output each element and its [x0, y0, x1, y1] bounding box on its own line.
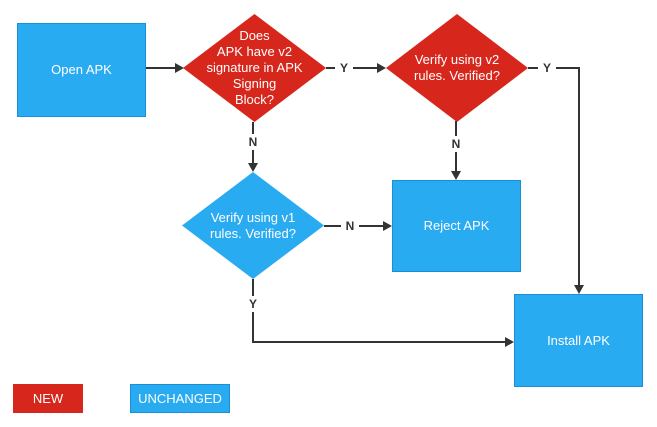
edge-label-verifyv1-no: N: [341, 218, 359, 234]
edge-label-verifyv2-no: N: [447, 136, 465, 152]
edge-label-hasv2-yes: Y: [335, 60, 353, 76]
edge-open-to-hasv2-line: [146, 67, 176, 69]
node-install-apk: Install APK: [514, 294, 643, 387]
edge-label-verifyv2-yes: Y: [538, 60, 556, 76]
node-open-apk-label: Open APK: [51, 62, 112, 77]
edge-label-verifyv1-yes: Y: [244, 296, 262, 312]
legend-new-label: NEW: [32, 391, 64, 406]
edge-open-to-hasv2-arrow-icon: [175, 63, 184, 73]
node-verify-v1: Verify using v1 rules. Verified?: [182, 172, 324, 279]
node-open-apk: Open APK: [17, 23, 146, 117]
edge-verifyv1-yes-arrow-icon: [505, 337, 514, 347]
node-verify-v2: Verify using v2 rules. Verified?: [386, 14, 528, 122]
node-install-apk-label: Install APK: [547, 332, 610, 348]
node-reject-apk: Reject APK: [392, 180, 521, 272]
node-has-v2-signature-label: Does APK have v2 signature in APK Signin…: [206, 28, 303, 107]
node-reject-apk-label: Reject APK: [423, 218, 490, 233]
legend-unchanged: UNCHANGED: [130, 384, 230, 413]
edge-hasv2-no-arrow-icon: [248, 163, 258, 172]
edge-verifyv2-yes-vline: [578, 67, 580, 286]
node-has-v2-signature: Does APK have v2 signature in APK Signin…: [183, 14, 326, 122]
edge-verifyv1-yes-hline: [252, 341, 506, 343]
edge-verifyv2-yes-arrow-icon: [574, 285, 584, 294]
legend-unchanged-label: UNCHANGED: [138, 391, 222, 406]
edge-verifyv1-no-arrow-icon: [383, 221, 392, 231]
node-verify-v1-label: Verify using v1 rules. Verified?: [210, 209, 296, 241]
edge-label-hasv2-no: N: [244, 134, 262, 150]
edge-verifyv2-no-arrow-icon: [451, 171, 461, 180]
edge-hasv2-yes-arrow-icon: [377, 63, 386, 73]
node-verify-v2-label: Verify using v2 rules. Verified?: [414, 52, 500, 83]
legend-new: NEW: [13, 384, 83, 413]
